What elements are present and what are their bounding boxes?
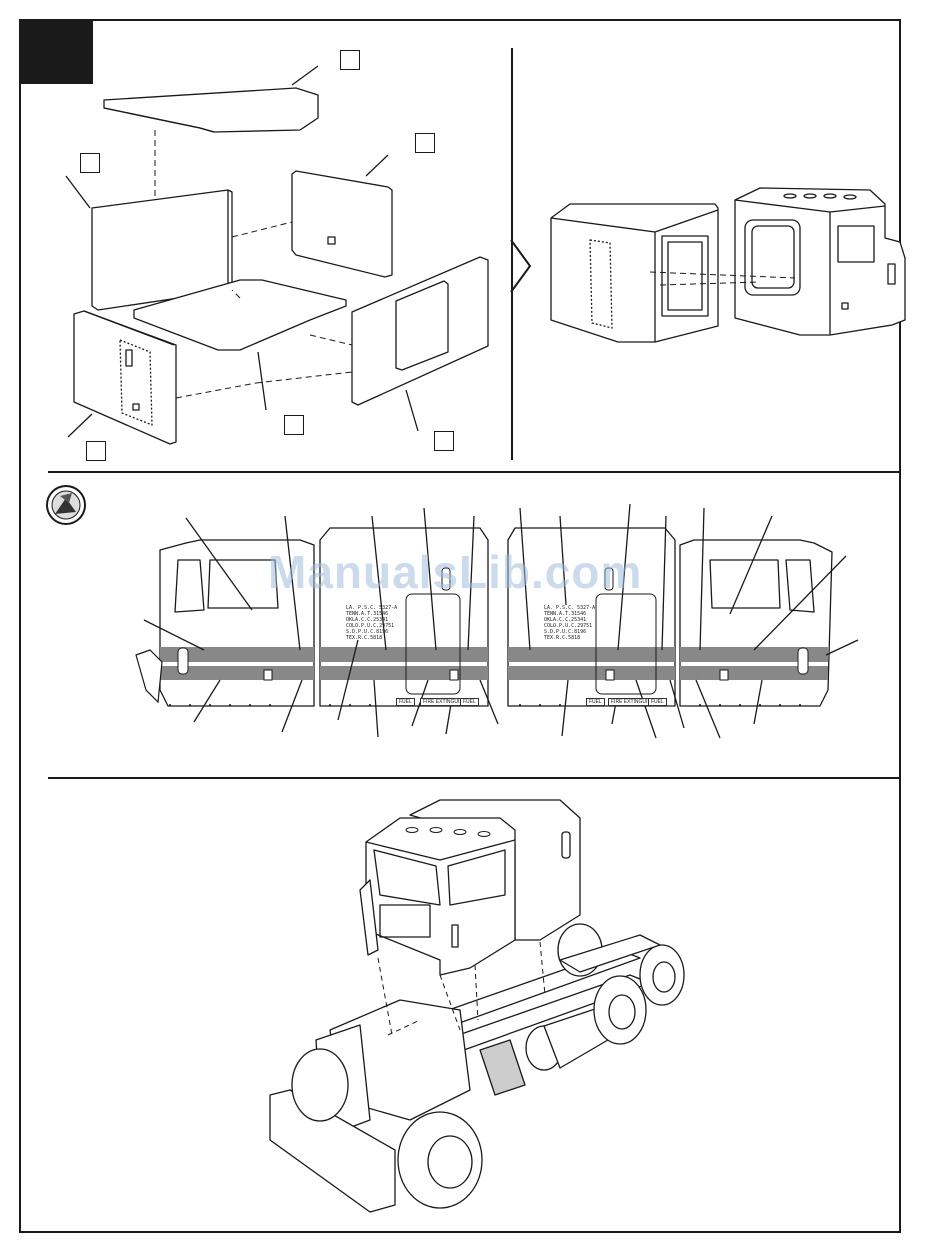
- cab-chassis-assembly-diagram: [0, 0, 950, 1254]
